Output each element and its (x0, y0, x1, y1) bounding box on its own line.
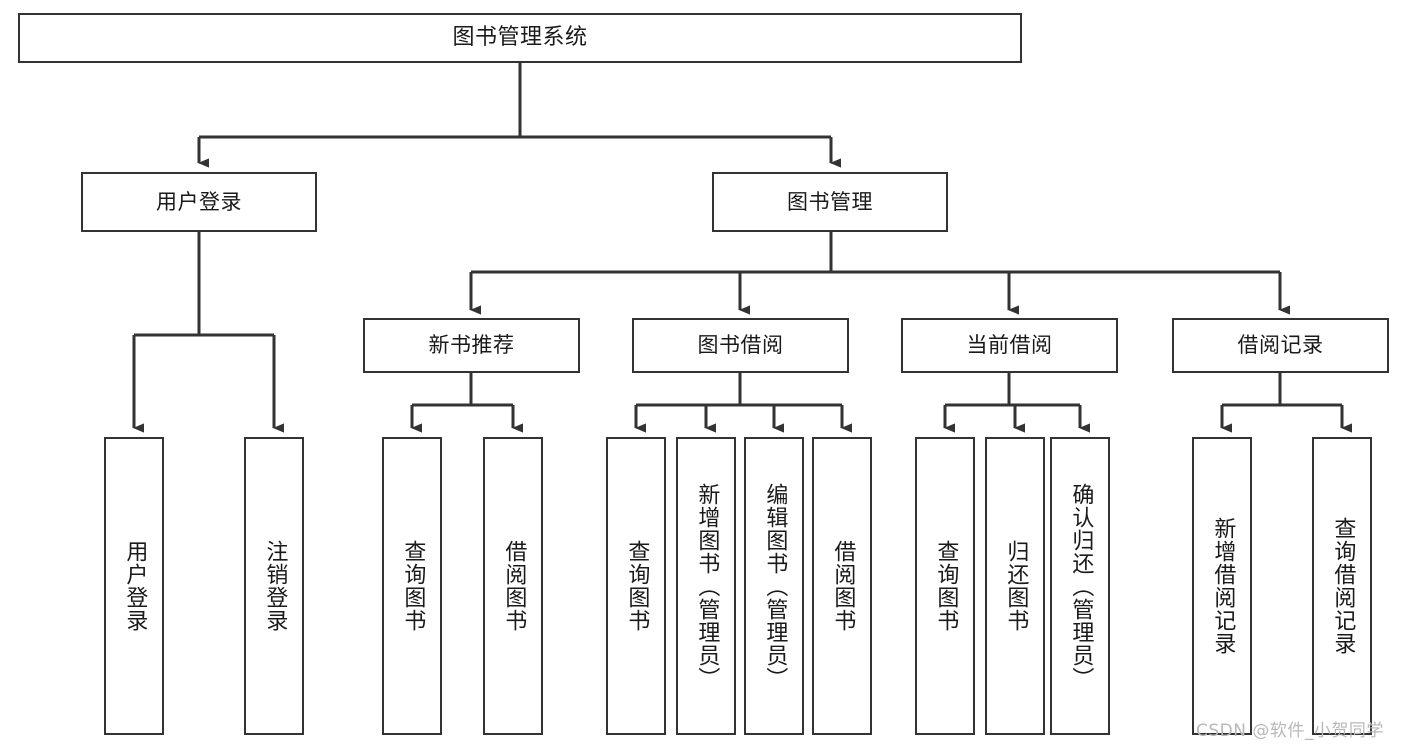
leaf-current-borrow-return[interactable]: 归还图书 (985, 437, 1045, 735)
node-label: 新书推荐 (428, 333, 515, 358)
node-label: 确认归还（管理员） (1068, 482, 1094, 690)
node-current-borrow[interactable]: 当前借阅 (901, 318, 1118, 373)
node-label: 图书管理 (787, 189, 873, 214)
node-label: 注销登录 (262, 540, 288, 632)
node-user-login[interactable]: 用户登录 (81, 172, 317, 232)
node-label: 查询图书 (400, 540, 426, 632)
node-label: 当前借阅 (966, 333, 1053, 358)
csdn-watermark: CSDN @软件_小贺同学 (1196, 721, 1384, 741)
node-label: 借阅图书 (830, 540, 856, 632)
node-label: 编辑图书（管理员） (762, 482, 788, 690)
leaf-new-book-borrow[interactable]: 借阅图书 (483, 437, 543, 735)
leaf-user-login-login[interactable]: 用户登录 (104, 437, 164, 735)
node-label: 归还图书 (1003, 540, 1029, 632)
leaf-borrow-record-query[interactable]: 查询借阅记录 (1312, 437, 1372, 735)
node-label: 查询借阅记录 (1330, 517, 1356, 655)
node-new-book-recommend[interactable]: 新书推荐 (363, 318, 580, 373)
leaf-current-borrow-query[interactable]: 查询图书 (915, 437, 975, 735)
node-label: 新增图书（管理员） (694, 482, 720, 690)
node-label: 用户登录 (156, 189, 242, 214)
node-book-borrow[interactable]: 图书借阅 (632, 318, 849, 373)
node-root-system[interactable]: 图书管理系统 (18, 13, 1022, 63)
node-label: 借阅图书 (501, 540, 527, 632)
node-label: 图书管理系统 (452, 25, 588, 51)
leaf-new-book-query[interactable]: 查询图书 (382, 437, 442, 735)
leaf-book-borrow-add[interactable]: 新增图书（管理员） (676, 437, 736, 735)
leaf-book-borrow-edit[interactable]: 编辑图书（管理员） (744, 437, 804, 735)
node-label: 查询图书 (624, 540, 650, 632)
node-borrow-record[interactable]: 借阅记录 (1172, 318, 1389, 373)
node-label: 图书借阅 (697, 333, 784, 358)
node-label: 查询图书 (933, 540, 959, 632)
node-label: 借阅记录 (1237, 333, 1324, 358)
node-book-management[interactable]: 图书管理 (712, 172, 948, 232)
leaf-book-borrow-borrow[interactable]: 借阅图书 (812, 437, 872, 735)
leaf-book-borrow-query[interactable]: 查询图书 (606, 437, 666, 735)
leaf-current-borrow-confirm-return[interactable]: 确认归还（管理员） (1050, 437, 1110, 735)
node-label: 用户登录 (122, 540, 148, 632)
leaf-user-login-logout[interactable]: 注销登录 (244, 437, 304, 735)
node-label: 新增借阅记录 (1210, 517, 1236, 655)
leaf-borrow-record-add[interactable]: 新增借阅记录 (1192, 437, 1252, 735)
